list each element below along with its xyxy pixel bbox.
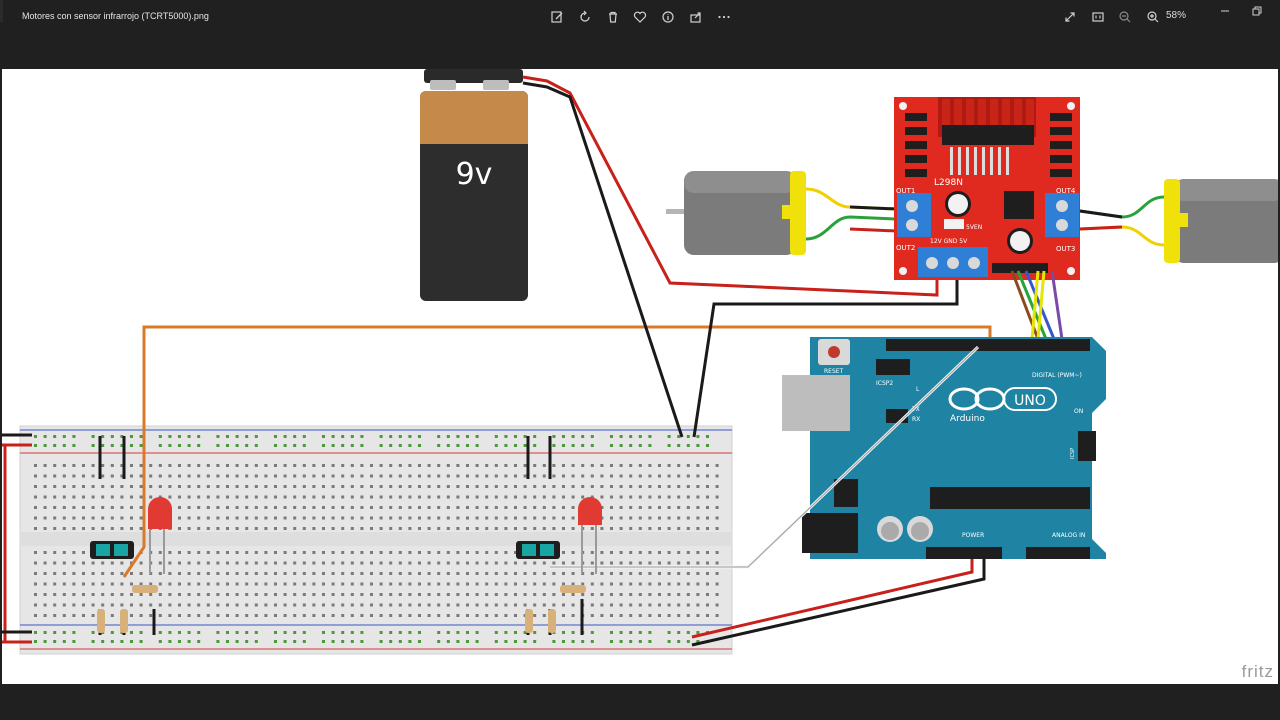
sensor-1 xyxy=(90,436,172,635)
window-title: Motores con sensor infrarrojo (TCRT5000)… xyxy=(22,11,209,21)
actual-size-icon[interactable] xyxy=(1089,8,1107,26)
motor-left xyxy=(666,171,806,255)
more-icon[interactable] xyxy=(715,8,733,26)
chip-label: L298N xyxy=(934,178,963,188)
control-wires xyxy=(1010,270,1064,340)
power-labels: 12V GND 5V xyxy=(930,238,968,245)
motor-left-wire-b xyxy=(805,215,896,241)
edit-icon[interactable] xyxy=(548,8,566,26)
arduino-5v-wire xyxy=(691,559,974,639)
share-icon[interactable] xyxy=(687,8,705,26)
motor-right-wire-b xyxy=(1079,225,1165,247)
l-label: L xyxy=(916,386,920,393)
analog-label: ANALOG IN xyxy=(1052,532,1085,539)
out1-label: OUT1 xyxy=(896,187,915,195)
fritzing-watermark: fritz xyxy=(1241,662,1274,681)
zoom-in-icon[interactable] xyxy=(1144,8,1162,26)
gnd-black-wire xyxy=(692,275,959,438)
zoom-out-icon[interactable] xyxy=(1116,8,1134,26)
zoom-level: 58% xyxy=(1166,10,1187,21)
rotate-icon[interactable] xyxy=(576,8,594,26)
icsp-label: ICSP xyxy=(1070,448,1076,459)
bottom-bar xyxy=(0,684,1280,720)
window-edge xyxy=(0,0,3,22)
out3-label: OUT3 xyxy=(1056,245,1075,253)
uno-logo: UNO xyxy=(1014,393,1046,409)
on-label: ON xyxy=(1074,408,1083,415)
digital-label: DIGITAL (PWM~) xyxy=(1032,372,1082,379)
arduino-uno: RESET ICSP2 DIGITAL (PWM~) POWER ANALOG … xyxy=(782,337,1106,559)
rail-wires xyxy=(2,433,32,644)
viewer-background xyxy=(0,36,1280,69)
minimize-icon[interactable] xyxy=(1216,2,1234,20)
jumper-label: 5VEN xyxy=(966,224,982,231)
image-canvas[interactable]: 9v xyxy=(2,69,1278,684)
restore-icon[interactable] xyxy=(1248,2,1266,20)
circuit-diagram: 9v xyxy=(2,69,1278,655)
out2-label: OUT2 xyxy=(896,244,915,252)
tx-label: TX xyxy=(911,406,920,413)
sensor-2 xyxy=(516,436,602,635)
arduino-brand: Arduino xyxy=(950,414,985,424)
arduino-gnd-wire xyxy=(691,559,986,647)
out4-label: OUT4 xyxy=(1056,187,1076,195)
rx-label: RX xyxy=(912,416,920,423)
breadboard-holes xyxy=(34,435,719,643)
favorite-icon[interactable] xyxy=(631,8,649,26)
motor-left-wire-a xyxy=(805,187,896,211)
power-label: POWER xyxy=(962,532,984,539)
delete-icon[interactable] xyxy=(604,8,622,26)
fullscreen-icon[interactable] xyxy=(1061,8,1079,26)
info-icon[interactable] xyxy=(659,8,677,26)
battery-red-wire xyxy=(522,75,939,297)
battery-9v: 9v xyxy=(420,69,528,301)
icsp2-label: ICSP2 xyxy=(876,380,893,387)
motor-right-wire-a xyxy=(1079,195,1165,219)
orange-wire xyxy=(122,325,992,578)
battery-black-wire xyxy=(522,81,684,438)
battery-label: 9v xyxy=(456,157,493,192)
l298n-driver: L298N 5VEN OUT1 OUT2 OUT3 OUT4 12V GND 5… xyxy=(894,97,1080,280)
motor-right xyxy=(1164,179,1278,263)
title-bar: Motores con sensor infrarrojo (TCRT5000)… xyxy=(0,0,1280,36)
reset-label: RESET xyxy=(824,368,844,375)
